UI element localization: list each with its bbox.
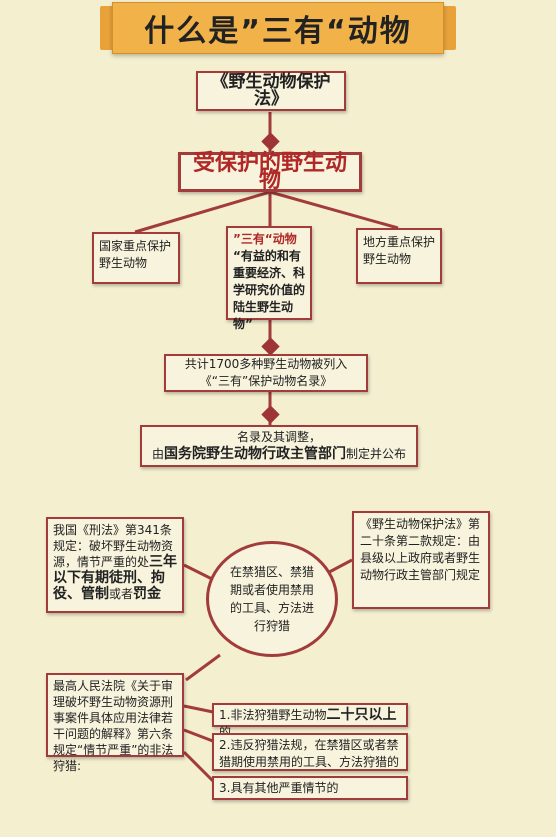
protected-wildlife-box: 受保护的野生动物 xyxy=(178,152,362,192)
wildlife-law-article-box: 《野生动物保护法》第二十条第二款规定：由县级以上政府或者野生动物行政主管部门规定 xyxy=(352,511,490,609)
criminal-text-2: 或者 xyxy=(109,587,134,601)
criminal-penalty: 三年以下有期徒刑、拘役、管制 xyxy=(53,554,178,602)
criminal-law-box: 我国《刑法》第341条规定：破坏野生动物资源，情节严重的处三年以下有期徒刑、拘役… xyxy=(46,517,184,613)
connector xyxy=(185,653,221,682)
item-1-bold: 二十只以上 xyxy=(326,707,397,723)
condition-item-2: 2.违反狩猎法规，在禁猎区或者禁猎期使用禁用的工具、方法狩猎的 xyxy=(212,733,408,771)
three-you-heading: ”三有“动物 xyxy=(233,232,297,246)
hunting-circle: 在禁猎区、禁猎期或者使用禁用的工具、方法进行狩猎 xyxy=(206,541,338,657)
list-line-2: 《“三有”保护动物名录》 xyxy=(199,374,333,388)
adjust-line-1: 名录及其调整， xyxy=(236,430,321,444)
list-line-1: 共计1700多种野生动物被列入 xyxy=(184,357,348,371)
criminal-fine: 罚金 xyxy=(133,586,162,602)
national-key-protected-box: 国家重点保护野生动物 xyxy=(92,232,180,284)
criminal-text-1: 我国《刑法》第341条规定：破坏野生动物资源，情节严重的处 xyxy=(53,523,174,569)
adjust-prefix: 由 xyxy=(151,447,164,461)
local-key-protected-box: 地方重点保护野生动物 xyxy=(356,228,442,284)
item-1-text: 1.非法狩猎野生动物 xyxy=(219,708,327,722)
list-box: 共计1700多种野生动物被列入 《“三有”保护动物名录》 xyxy=(164,354,368,392)
adjust-suffix: 制定并公布 xyxy=(346,447,407,461)
condition-item-3: 3.具有其他严重情节的 xyxy=(212,776,408,800)
top-law-box: 《野生动物保护法》 xyxy=(196,71,346,111)
adjust-box: 名录及其调整， 由国务院野生动物行政主管部门制定并公布 xyxy=(140,425,418,467)
adjust-authority: 国务院野生动物行政主管部门 xyxy=(164,446,346,462)
three-you-description: “有益的和有重要经济、科学研究价值的陆生野生动物” xyxy=(233,249,306,331)
condition-item-1: 1.非法狩猎野生动物二十只以上的 xyxy=(212,703,408,739)
supreme-court-box: 最高人民法院《关于审理破坏野生动物资源刑事案件具体应用法律若干问题的解释》第六条… xyxy=(46,673,184,773)
adjust-line-2: 由国务院野生动物行政主管部门制定并公布 xyxy=(152,446,406,463)
page-title: 什么是”三有“动物 xyxy=(112,2,444,54)
connector xyxy=(183,563,215,582)
connector xyxy=(269,190,399,230)
connector xyxy=(134,190,271,234)
three-you-animal-box: ”三有“动物 “有益的和有重要经济、科学研究价值的陆生野生动物” xyxy=(226,226,312,331)
